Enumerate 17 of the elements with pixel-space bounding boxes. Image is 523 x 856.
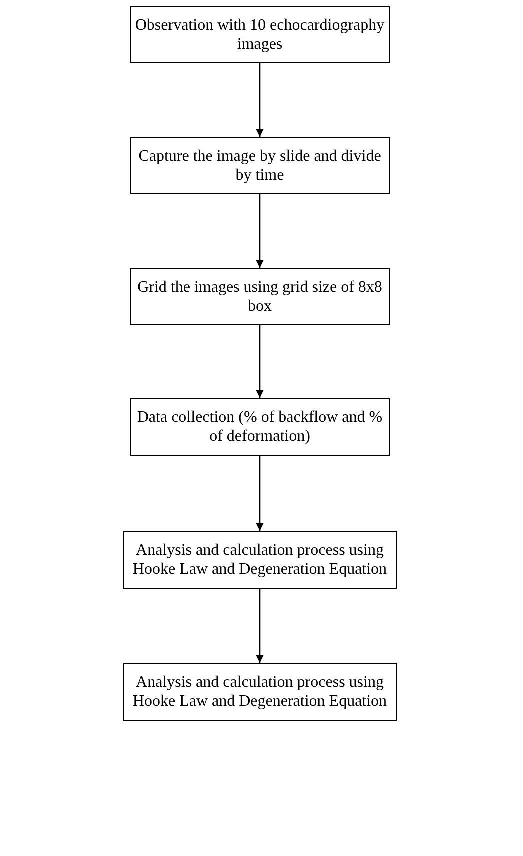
process-box	[123, 531, 397, 589]
step-text: Grid the images using grid size of 8x8 box	[136, 278, 384, 316]
process-box	[130, 137, 390, 194]
step-text: Capture the image by slide and divide by time	[138, 146, 382, 184]
arrow	[256, 325, 264, 398]
step-text: Data collection (% of backflow and % of deformation)	[136, 408, 384, 446]
step-text: Observation with 10 echocardiography images	[134, 16, 386, 54]
step-text: Analysis and calculation process using Hooke Law and Degeneration Equation	[132, 673, 388, 711]
arrow	[256, 589, 264, 663]
process-box	[130, 268, 390, 325]
arrow	[256, 63, 264, 137]
arrow	[256, 456, 264, 531]
arrow	[256, 194, 264, 268]
process-box	[130, 6, 390, 63]
process-box	[123, 663, 397, 721]
process-box	[130, 398, 390, 456]
step-text: Analysis and calculation process using Hooke Law and Degeneration Equation	[132, 541, 388, 579]
